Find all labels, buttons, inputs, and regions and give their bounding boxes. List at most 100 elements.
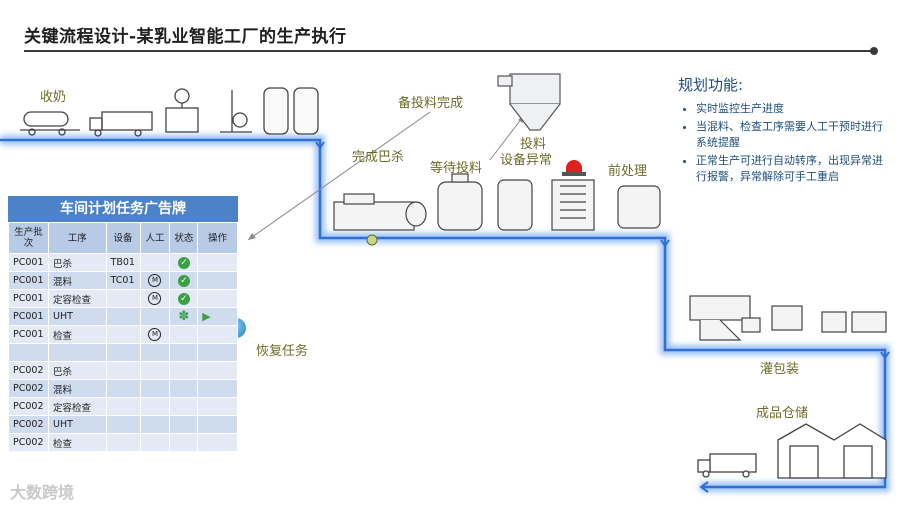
cell-process: 定容检查 xyxy=(47,397,107,416)
warehouse-icon xyxy=(777,423,887,479)
cell-batch: PC002 xyxy=(8,361,49,380)
cell-process xyxy=(47,343,107,362)
arrow-down-icon xyxy=(660,239,670,248)
cell-batch: PC001 xyxy=(8,325,49,344)
arrow-left-icon xyxy=(699,481,709,493)
board-title: 车间计划任务广告牌 xyxy=(8,196,238,222)
check-icon: ✓ xyxy=(177,256,190,269)
manual-icon: M xyxy=(148,328,162,341)
cell-batch: PC001 xyxy=(8,307,49,326)
cell-status: ✽ xyxy=(169,307,199,326)
pointer-line xyxy=(247,111,431,241)
cell-batch: PC002 xyxy=(8,379,49,398)
stage-label-wait-feed: 等待投料 xyxy=(430,161,483,176)
play-icon[interactable]: ▶ xyxy=(202,310,211,323)
cell-manual xyxy=(139,379,171,398)
filling-machine-icon xyxy=(689,295,761,341)
cell-status xyxy=(169,361,199,380)
weighing-station-icon xyxy=(165,88,199,133)
cell-batch: PC002 xyxy=(8,397,49,416)
table-header-row: 生产批次 工序 设备 人工 状态 操作 xyxy=(8,222,238,254)
cell-batch xyxy=(8,343,49,362)
running-icon: ✽ xyxy=(178,308,190,324)
cell-batch: PC002 xyxy=(8,415,49,434)
cell-process: 混料 xyxy=(47,271,107,290)
cell-op xyxy=(197,343,238,362)
plan-item: 实时监控生产进度 xyxy=(696,101,893,117)
stage-label-milk: 收奶 xyxy=(40,90,67,105)
milk-tanker-icon xyxy=(20,111,80,136)
cell-manual xyxy=(139,415,171,434)
alarm-light-icon xyxy=(562,160,586,176)
cell-process: 检查 xyxy=(47,433,107,452)
cell-op xyxy=(197,253,238,272)
cell-process: UHT xyxy=(47,415,107,434)
cell-status: ✓ xyxy=(169,271,199,290)
cell-equip xyxy=(105,379,141,398)
cell-manual xyxy=(139,307,171,326)
table-row[interactable] xyxy=(8,343,238,362)
cell-status xyxy=(169,379,199,398)
manual-icon: M xyxy=(148,292,162,305)
cell-process: 检查 xyxy=(47,325,107,344)
cell-op: ▶ xyxy=(197,307,238,326)
cell-process: 巴杀 xyxy=(47,361,107,380)
page-title: 关键流程设计-某乳业智能工厂的生产执行 xyxy=(24,27,347,47)
stage-label-prep-done: 备投料完成 xyxy=(398,96,464,111)
progress-marker xyxy=(366,234,378,246)
plan-heading: 规划功能: xyxy=(678,76,744,94)
stage-label-warehouse: 成品仓储 xyxy=(756,406,809,421)
col-header: 工序 xyxy=(47,222,107,254)
cell-status xyxy=(169,325,199,344)
cell-equip xyxy=(105,415,141,434)
cell-equip xyxy=(105,343,141,362)
cell-status xyxy=(169,415,199,434)
cell-equip: TC01 xyxy=(105,271,141,290)
cell-process: 巴杀 xyxy=(47,253,107,272)
col-header: 人工 xyxy=(139,222,171,254)
stage-label-pretreat: 前处理 xyxy=(608,164,648,179)
storage-tank-icon xyxy=(263,87,319,135)
mixing-tank-icon xyxy=(437,173,483,231)
homogenizer-icon xyxy=(551,179,595,231)
truck-icon xyxy=(89,111,153,137)
cell-manual xyxy=(139,361,171,380)
manual-icon: M xyxy=(148,274,162,287)
stage-label-pasteurize-done: 完成巴杀 xyxy=(352,150,405,165)
stage-label-resume: 恢复任务 xyxy=(256,344,309,359)
title-divider xyxy=(24,50,874,52)
col-header: 状态 xyxy=(169,222,199,254)
cell-equip: TB01 xyxy=(105,253,141,272)
cell-equip xyxy=(105,397,141,416)
packaging-machine-icon xyxy=(771,305,887,333)
cell-equip xyxy=(105,289,141,308)
cell-equip xyxy=(105,433,141,452)
cell-op xyxy=(197,271,238,290)
col-header: 生产批次 xyxy=(8,222,49,254)
cell-process: 定容检查 xyxy=(47,289,107,308)
cell-batch: PC001 xyxy=(8,253,49,272)
cell-status xyxy=(169,343,199,362)
cell-op xyxy=(197,289,238,308)
stage-label-feed: 投料 xyxy=(520,137,547,152)
col-header: 操作 xyxy=(197,222,238,254)
check-icon: ✓ xyxy=(177,292,190,305)
cell-manual xyxy=(139,433,171,452)
cell-equip xyxy=(105,325,141,344)
plan-panel: 规划功能: 实时监控生产进度 当混料、检查工序需要人工干预时进行系统提醒 正常生… xyxy=(678,74,893,187)
cell-manual: M xyxy=(139,325,171,344)
cell-manual xyxy=(139,343,171,362)
